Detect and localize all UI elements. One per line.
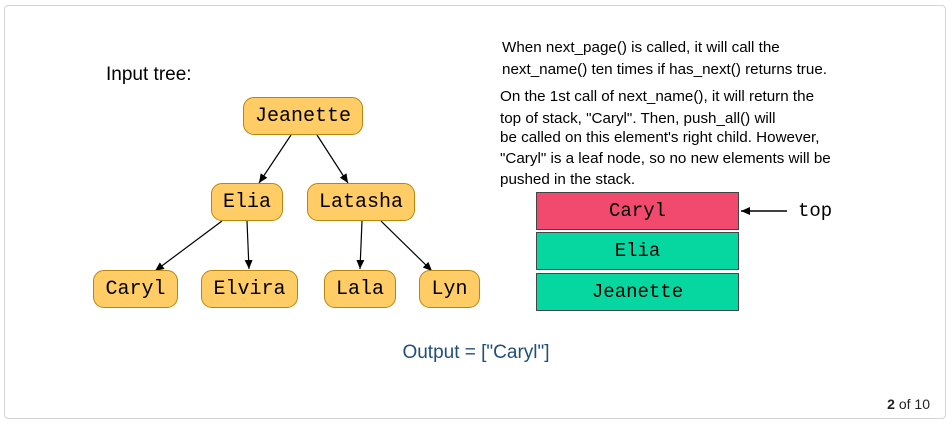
slide-frame bbox=[4, 5, 946, 419]
explanation-line-5: be called on this element's right child.… bbox=[500, 129, 820, 146]
explanation-line-3: On the 1st call of next_name(), it will … bbox=[500, 88, 815, 105]
explanation-line-7: pushed in the stack. bbox=[500, 171, 636, 188]
stack-item-top: Caryl bbox=[536, 192, 739, 230]
explanation-line-6: "Caryl" is a leaf node, so no new elemen… bbox=[500, 150, 831, 167]
stack-top-label: top bbox=[798, 200, 833, 222]
tree-node-left: Elia bbox=[211, 183, 283, 221]
edge-root-right bbox=[316, 134, 349, 184]
page-total: of 10 bbox=[898, 396, 930, 412]
output-text: Output = ["Caryl"] bbox=[402, 342, 550, 363]
explanation-line-4: top of stack, "Caryl". Then, push_all() … bbox=[500, 110, 776, 127]
edge-left-left bbox=[154, 220, 223, 272]
tree-node-left-right: Elvira bbox=[201, 270, 298, 308]
stack-item: Elia bbox=[536, 232, 739, 270]
tree-node-left-left: Caryl bbox=[93, 270, 178, 308]
tree-node-right: Latasha bbox=[307, 183, 415, 221]
explanation-line-1: When next_page() is called, it will call… bbox=[502, 39, 780, 56]
tree-node-right-right: Lyn bbox=[419, 270, 480, 308]
tree-node-right-left: Lala bbox=[324, 270, 396, 308]
edge-right-left bbox=[356, 220, 365, 270]
explanation-line-2: next_name() ten times if has_next() retu… bbox=[502, 61, 827, 78]
page-indicator: 2 of 10 bbox=[887, 396, 930, 412]
edge-root-left bbox=[258, 134, 292, 184]
stack-item: Jeanette bbox=[536, 273, 739, 311]
edge-left-right bbox=[244, 220, 253, 270]
edge-right-right bbox=[380, 220, 433, 272]
page-current: 2 bbox=[887, 396, 895, 412]
tree-title: Input tree: bbox=[106, 64, 192, 85]
tree-node-root: Jeanette bbox=[243, 97, 363, 135]
